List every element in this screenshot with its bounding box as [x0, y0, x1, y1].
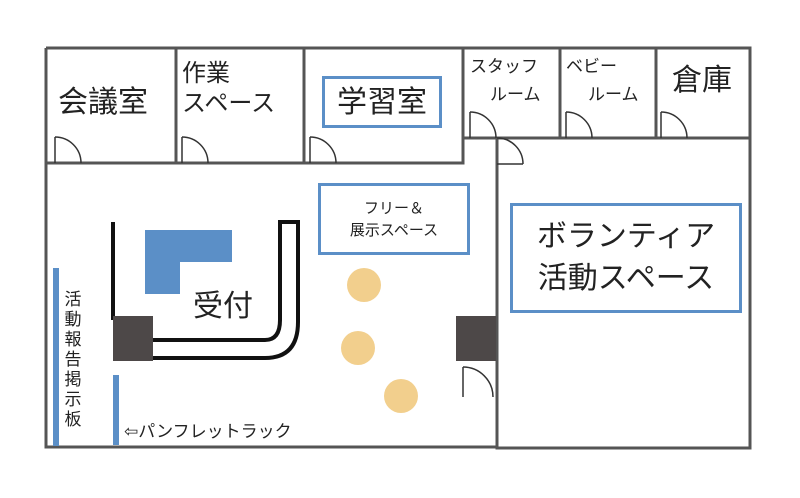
- room-meeting-label: 会議室: [58, 85, 148, 120]
- volunteer-label-2: 活動スペース: [537, 261, 715, 296]
- pamphlet-rack-label: ⇦パンフレットラック: [124, 422, 292, 442]
- room-staff-label-2: ルーム: [490, 85, 541, 105]
- seat-2: [341, 331, 375, 365]
- left-wall: [44, 48, 497, 449]
- room-study-label: 学習室: [322, 76, 442, 128]
- door-staff: [469, 111, 497, 139]
- bulletin-char: 示: [64, 390, 82, 410]
- door-volunteer-top: [496, 137, 524, 165]
- pamphlet-rack-bar: [113, 375, 119, 445]
- room-baby-label-1: ベビー: [566, 57, 617, 77]
- bulletin-board-bar: [53, 268, 59, 446]
- bulletin-char: 告: [64, 350, 82, 370]
- bulletin-board-label: 活 動 報 告 掲 示 板: [63, 290, 83, 430]
- seat-1: [347, 268, 381, 302]
- reception-counter-outer: [111, 222, 150, 320]
- reception-counter-inner: [150, 220, 300, 360]
- volunteer-area-label: ボランティア 活動スペース: [510, 203, 742, 313]
- door-meeting: [54, 136, 82, 164]
- bulletin-char: 板: [64, 410, 82, 430]
- room-work-label-2: スペース: [182, 89, 276, 117]
- seat-3: [384, 379, 418, 413]
- free-exhibition-area-label: フリー＆ 展示スペース: [318, 183, 470, 255]
- bulletin-char: 活: [64, 290, 82, 310]
- door-volunteer-bottom: [462, 366, 494, 398]
- free-area-label-1: フリー＆: [363, 198, 424, 217]
- free-area-label-2: 展示スペース: [349, 221, 439, 239]
- room-row-bottom-wall: [46, 136, 750, 165]
- door-baby: [565, 111, 593, 139]
- reception-label: 受付: [193, 289, 253, 324]
- room-work-label-1: 作業: [182, 59, 230, 87]
- pillar-left: [113, 316, 153, 361]
- door-study: [309, 136, 337, 164]
- door-storage: [660, 111, 688, 139]
- outer-wall: [46, 46, 752, 450]
- room-baby-label-2: ルーム: [588, 85, 639, 105]
- door-work: [181, 136, 209, 164]
- bulletin-char: 掲: [64, 370, 82, 390]
- room-staff-label-1: スタッフ: [470, 57, 538, 77]
- room-storage-label: 倉庫: [672, 63, 732, 98]
- volunteer-label-1: ボランティア: [536, 219, 716, 254]
- reception-desk-block: [145, 230, 232, 294]
- bulletin-char: 報: [64, 330, 82, 350]
- pillar-right: [456, 316, 496, 361]
- bulletin-char: 動: [64, 310, 82, 330]
